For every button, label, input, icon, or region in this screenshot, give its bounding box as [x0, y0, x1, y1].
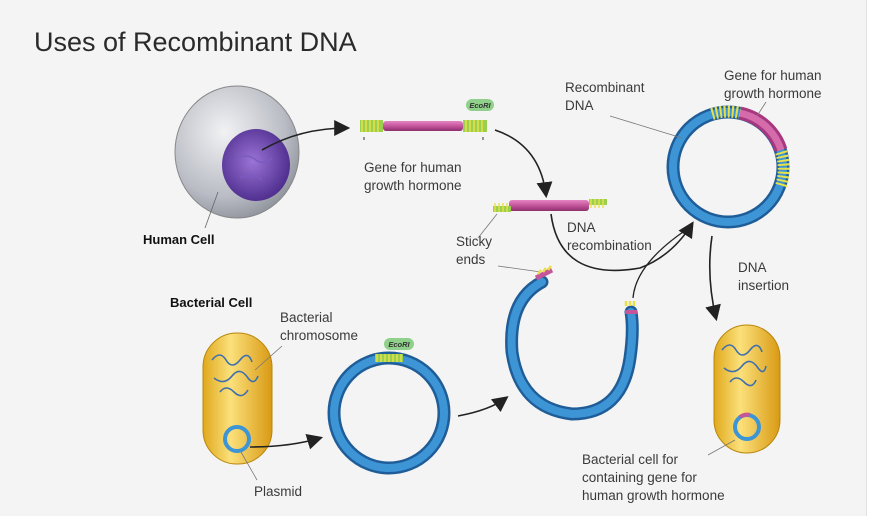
page-margin [867, 0, 881, 516]
recombinant-dna-ring [666, 105, 790, 229]
recombinant-label-line2: DNA [565, 98, 594, 113]
gene-fragment-top [360, 120, 487, 140]
gene-right-line1: Gene for human [724, 68, 822, 83]
plasmid-small [223, 425, 251, 453]
open-plasmid [505, 265, 639, 421]
human-cell [174, 85, 300, 219]
ecori-label-top: EcoRI [469, 101, 491, 110]
gene-right-line2: growth hormone [724, 86, 822, 101]
final-cell-line2: containing gene for [582, 470, 697, 485]
ecori-badge-plasmid [384, 338, 414, 350]
sticky-ends-line1: Sticky [456, 234, 492, 249]
bacterial-chromosome-line2: chromosome [280, 328, 358, 343]
bacterial-chromosome-line1: Bacterial [280, 310, 333, 325]
transformed-bacterial-cell [713, 324, 781, 454]
nucleus [222, 129, 290, 201]
dna-insertion-line1: DNA [738, 260, 767, 275]
bacterial-cell [202, 332, 273, 465]
page-title: Uses of Recombinant DNA [34, 27, 357, 57]
recombinant-label-line1: Recombinant [565, 80, 645, 95]
sticky-ends-line2: ends [456, 252, 486, 267]
final-cell-line1: Bacterial cell for [582, 452, 679, 467]
final-cell-line3: human growth hormone [582, 488, 725, 503]
human-cell-label: Human Cell [143, 232, 215, 247]
dna-recombination-line2: recombination [567, 238, 652, 253]
gene-label-line1: Gene for human [364, 160, 462, 175]
bacterial-chromosome [211, 354, 259, 397]
ecori-badge-top [466, 99, 494, 111]
plasmid-ring [327, 351, 451, 475]
dna-recombination-line1: DNA [567, 220, 596, 235]
gene-label-line2: growth hormone [364, 178, 462, 193]
dna-insertion-line2: insertion [738, 278, 789, 293]
ecori-label-plasmid: EcoRI [388, 340, 410, 349]
plasmid-label: Plasmid [254, 484, 302, 499]
bacterial-cell-label: Bacterial Cell [170, 295, 252, 310]
cut-gene-fragment [493, 199, 607, 212]
